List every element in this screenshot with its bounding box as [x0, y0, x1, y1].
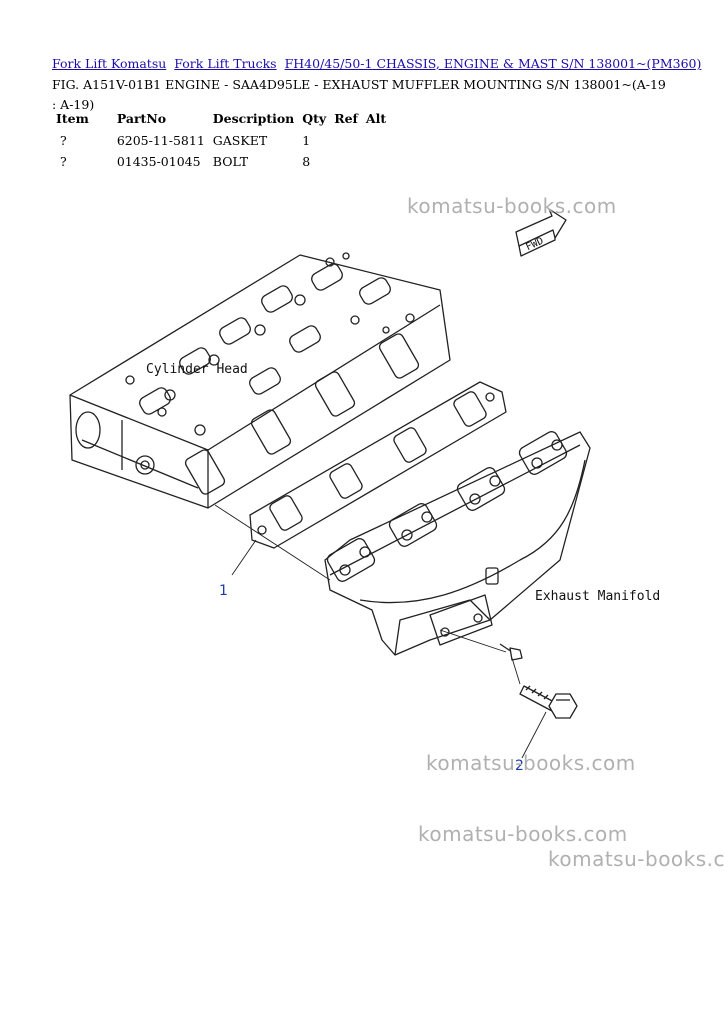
callout-1: 1	[219, 583, 228, 599]
breadcrumb-link-fork-lift-trucks[interactable]: Fork Lift Trucks	[174, 56, 277, 71]
parts-table-header: Item PartNo Description Qty Ref Alt	[52, 110, 390, 130]
fwd-arrow-icon	[515, 208, 567, 257]
header-qty: Qty	[302, 111, 327, 126]
cell-partno: 6205-11-5811	[116, 133, 205, 148]
exhaust-manifold	[324, 431, 591, 656]
figure-title: FIG. A151V-01B1 ENGINE - SAA4D95LE - EXH…	[52, 77, 666, 112]
header-partno: PartNo	[116, 111, 167, 126]
cylinder-head-label: Cylinder Head	[146, 362, 248, 377]
table-row: ? 6205-11-5811 GASKET 1	[52, 130, 390, 151]
watermark: komatsu-books.com	[548, 847, 724, 871]
header-ref: Ref	[334, 111, 358, 126]
callout-2: 2	[515, 758, 524, 774]
exhaust-gasket	[249, 381, 507, 549]
parts-table: Item PartNo Description Qty Ref Alt ? 62…	[52, 110, 390, 172]
bolt	[519, 685, 578, 719]
breadcrumb-link-chassis-engine-mast[interactable]: FH40/45/50-1 CHASSIS, ENGINE & MAST S/N …	[284, 56, 702, 71]
cell-qty: 1	[302, 133, 311, 148]
cell-description: GASKET	[212, 133, 268, 148]
cylinder-head	[69, 252, 451, 509]
header-item: Item	[56, 111, 89, 126]
header-alt: Alt	[365, 111, 387, 126]
breadcrumb-link-fork-lift-komatsu[interactable]: Fork Lift Komatsu	[52, 56, 167, 71]
cell-item: ?	[60, 133, 67, 148]
cell-description: BOLT	[212, 154, 249, 169]
breadcrumb: Fork Lift Komatsu Fork Lift Trucks FH40/…	[52, 56, 705, 71]
cell-partno: 01435-01045	[116, 154, 201, 169]
stud-bolt	[499, 643, 523, 661]
header-description: Description	[212, 111, 295, 126]
cell-qty: 8	[302, 154, 311, 169]
leader-lines	[214, 504, 547, 759]
cell-item: ?	[60, 154, 67, 169]
exhaust-manifold-label: Exhaust Manifold	[535, 589, 660, 604]
table-row: ? 01435-01045 BOLT 8	[52, 151, 390, 172]
watermark: komatsu-books.com	[418, 822, 628, 846]
watermark: komatsu-books.com	[426, 751, 636, 775]
watermark: komatsu-books.com	[407, 194, 617, 218]
